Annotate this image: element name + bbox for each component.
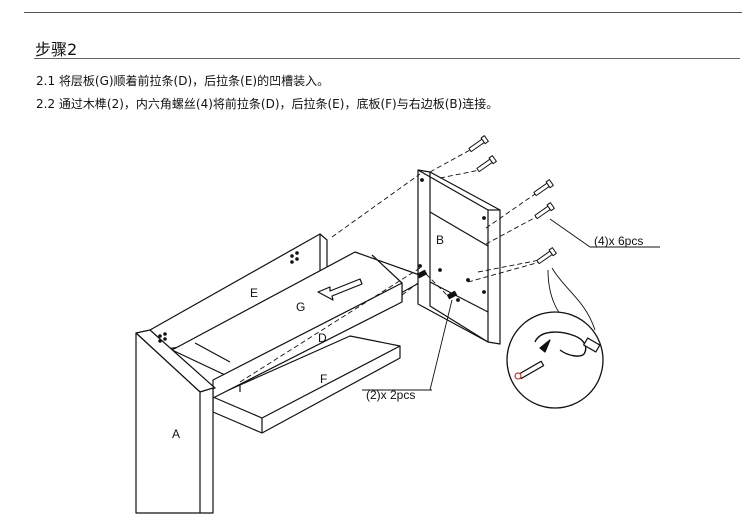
label-part-a: A <box>172 427 180 441</box>
step-title: 步骤2 <box>35 40 78 59</box>
alignment-guide-lines <box>239 149 541 383</box>
instruction-2-2: 2.2 通过木榫(2)，内六角螺丝(4)将前拉条(D)，后拉条(E)，底板(F)… <box>36 97 499 111</box>
right-side-panel-b <box>417 169 501 345</box>
callout-dowels: (2)x 2pcs <box>366 388 415 402</box>
instruction-2-1: 2.1 将层板(G)顺着前拉条(D)，后拉条(E)的凹槽装入。 <box>36 74 330 88</box>
hex-key-tool-icon <box>534 331 601 357</box>
label-part-b: B <box>436 233 444 247</box>
label-part-f: F <box>320 372 327 386</box>
label-part-e: E <box>250 286 258 300</box>
callout-screws: (4)x 6pcs <box>594 234 643 248</box>
title-underline <box>34 58 740 59</box>
hex-screws <box>468 135 557 265</box>
dowel-pins <box>416 269 458 300</box>
zoomed-screw-icon <box>514 360 545 380</box>
screw-callout-leader <box>549 218 660 248</box>
shelf-slide-arrow <box>317 278 363 301</box>
label-part-d: D <box>318 331 327 345</box>
detail-zoom-circle <box>506 267 604 409</box>
top-divider <box>24 12 742 13</box>
left-side-panel-a <box>135 329 216 514</box>
label-part-g: G <box>296 300 305 314</box>
dowel-callout-leader <box>362 299 453 391</box>
